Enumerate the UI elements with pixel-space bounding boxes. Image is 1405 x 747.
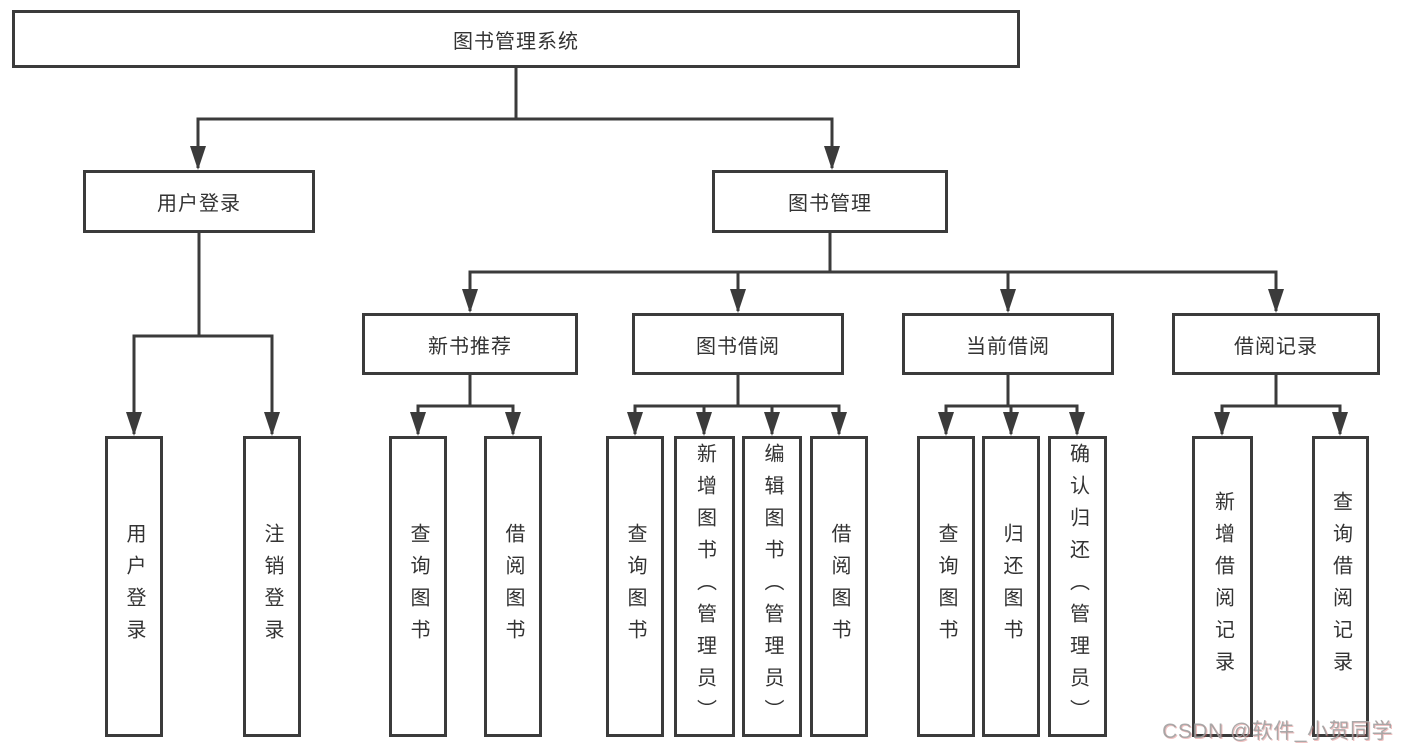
node-book-borrow-label: 图书借阅	[696, 335, 780, 358]
leaf-borrow-book-2-label: 借阅图书	[828, 522, 850, 651]
node-current-borrow: 当前借阅	[902, 313, 1114, 375]
node-root: 图书管理系统	[12, 10, 1020, 68]
node-borrow-record-label: 借阅记录	[1234, 335, 1318, 358]
csdn-watermark: CSDN @软件_小贺同学	[1162, 720, 1393, 743]
leaf-logout-label: 注销登录	[261, 522, 283, 651]
leaf-query-book-1: 查询图书	[389, 436, 447, 737]
node-book-borrow: 图书借阅	[632, 313, 844, 375]
leaf-borrow-book-1: 借阅图书	[484, 436, 542, 737]
leaf-edit-book-admin-label: 编辑图书（管理员）	[761, 442, 783, 731]
leaf-logout: 注销登录	[243, 436, 301, 737]
leaf-add-book-admin: 新增图书（管理员）	[674, 436, 735, 737]
node-borrow-record: 借阅记录	[1172, 313, 1380, 375]
leaf-borrow-book-1-label: 借阅图书	[502, 522, 524, 651]
leaf-add-book-admin-label: 新增图书（管理员）	[693, 442, 716, 731]
branch-rails	[132, 68, 1342, 408]
leaf-add-borrow-record-label: 新增借阅记录	[1211, 490, 1234, 683]
leaf-return-book-label: 归还图书	[1000, 522, 1022, 651]
node-user-login: 用户登录	[83, 170, 315, 233]
leaf-borrow-book-2: 借阅图书	[810, 436, 868, 737]
leaf-query-book-1-label: 查询图书	[407, 522, 429, 651]
leaf-query-book-2-label: 查询图书	[624, 522, 646, 651]
leaf-confirm-return-admin-label: 确认归还（管理员）	[1066, 442, 1089, 731]
node-book-management-label: 图书管理	[788, 193, 872, 215]
node-current-borrow-label: 当前借阅	[966, 335, 1050, 358]
leaf-query-borrow-record: 查询借阅记录	[1312, 436, 1369, 737]
leaf-user-login-label: 用户登录	[123, 522, 145, 651]
leaf-user-login: 用户登录	[105, 436, 163, 737]
node-book-management: 图书管理	[712, 170, 948, 233]
leaf-query-book-3-label: 查询图书	[935, 522, 957, 651]
leaf-edit-book-admin: 编辑图书（管理员）	[742, 436, 802, 737]
leaf-add-borrow-record: 新增借阅记录	[1192, 436, 1253, 737]
branch-arrows	[126, 119, 1348, 436]
node-new-book-recommend: 新书推荐	[362, 313, 578, 375]
leaf-query-borrow-record-label: 查询借阅记录	[1329, 490, 1352, 683]
leaf-query-book-3: 查询图书	[917, 436, 975, 737]
node-user-login-label: 用户登录	[157, 193, 241, 215]
leaf-confirm-return-admin: 确认归还（管理员）	[1048, 436, 1107, 737]
leaf-query-book-2: 查询图书	[606, 436, 664, 737]
node-new-book-recommend-label: 新书推荐	[428, 335, 512, 358]
node-root-label: 图书管理系统	[453, 30, 579, 53]
leaf-return-book: 归还图书	[982, 436, 1040, 737]
